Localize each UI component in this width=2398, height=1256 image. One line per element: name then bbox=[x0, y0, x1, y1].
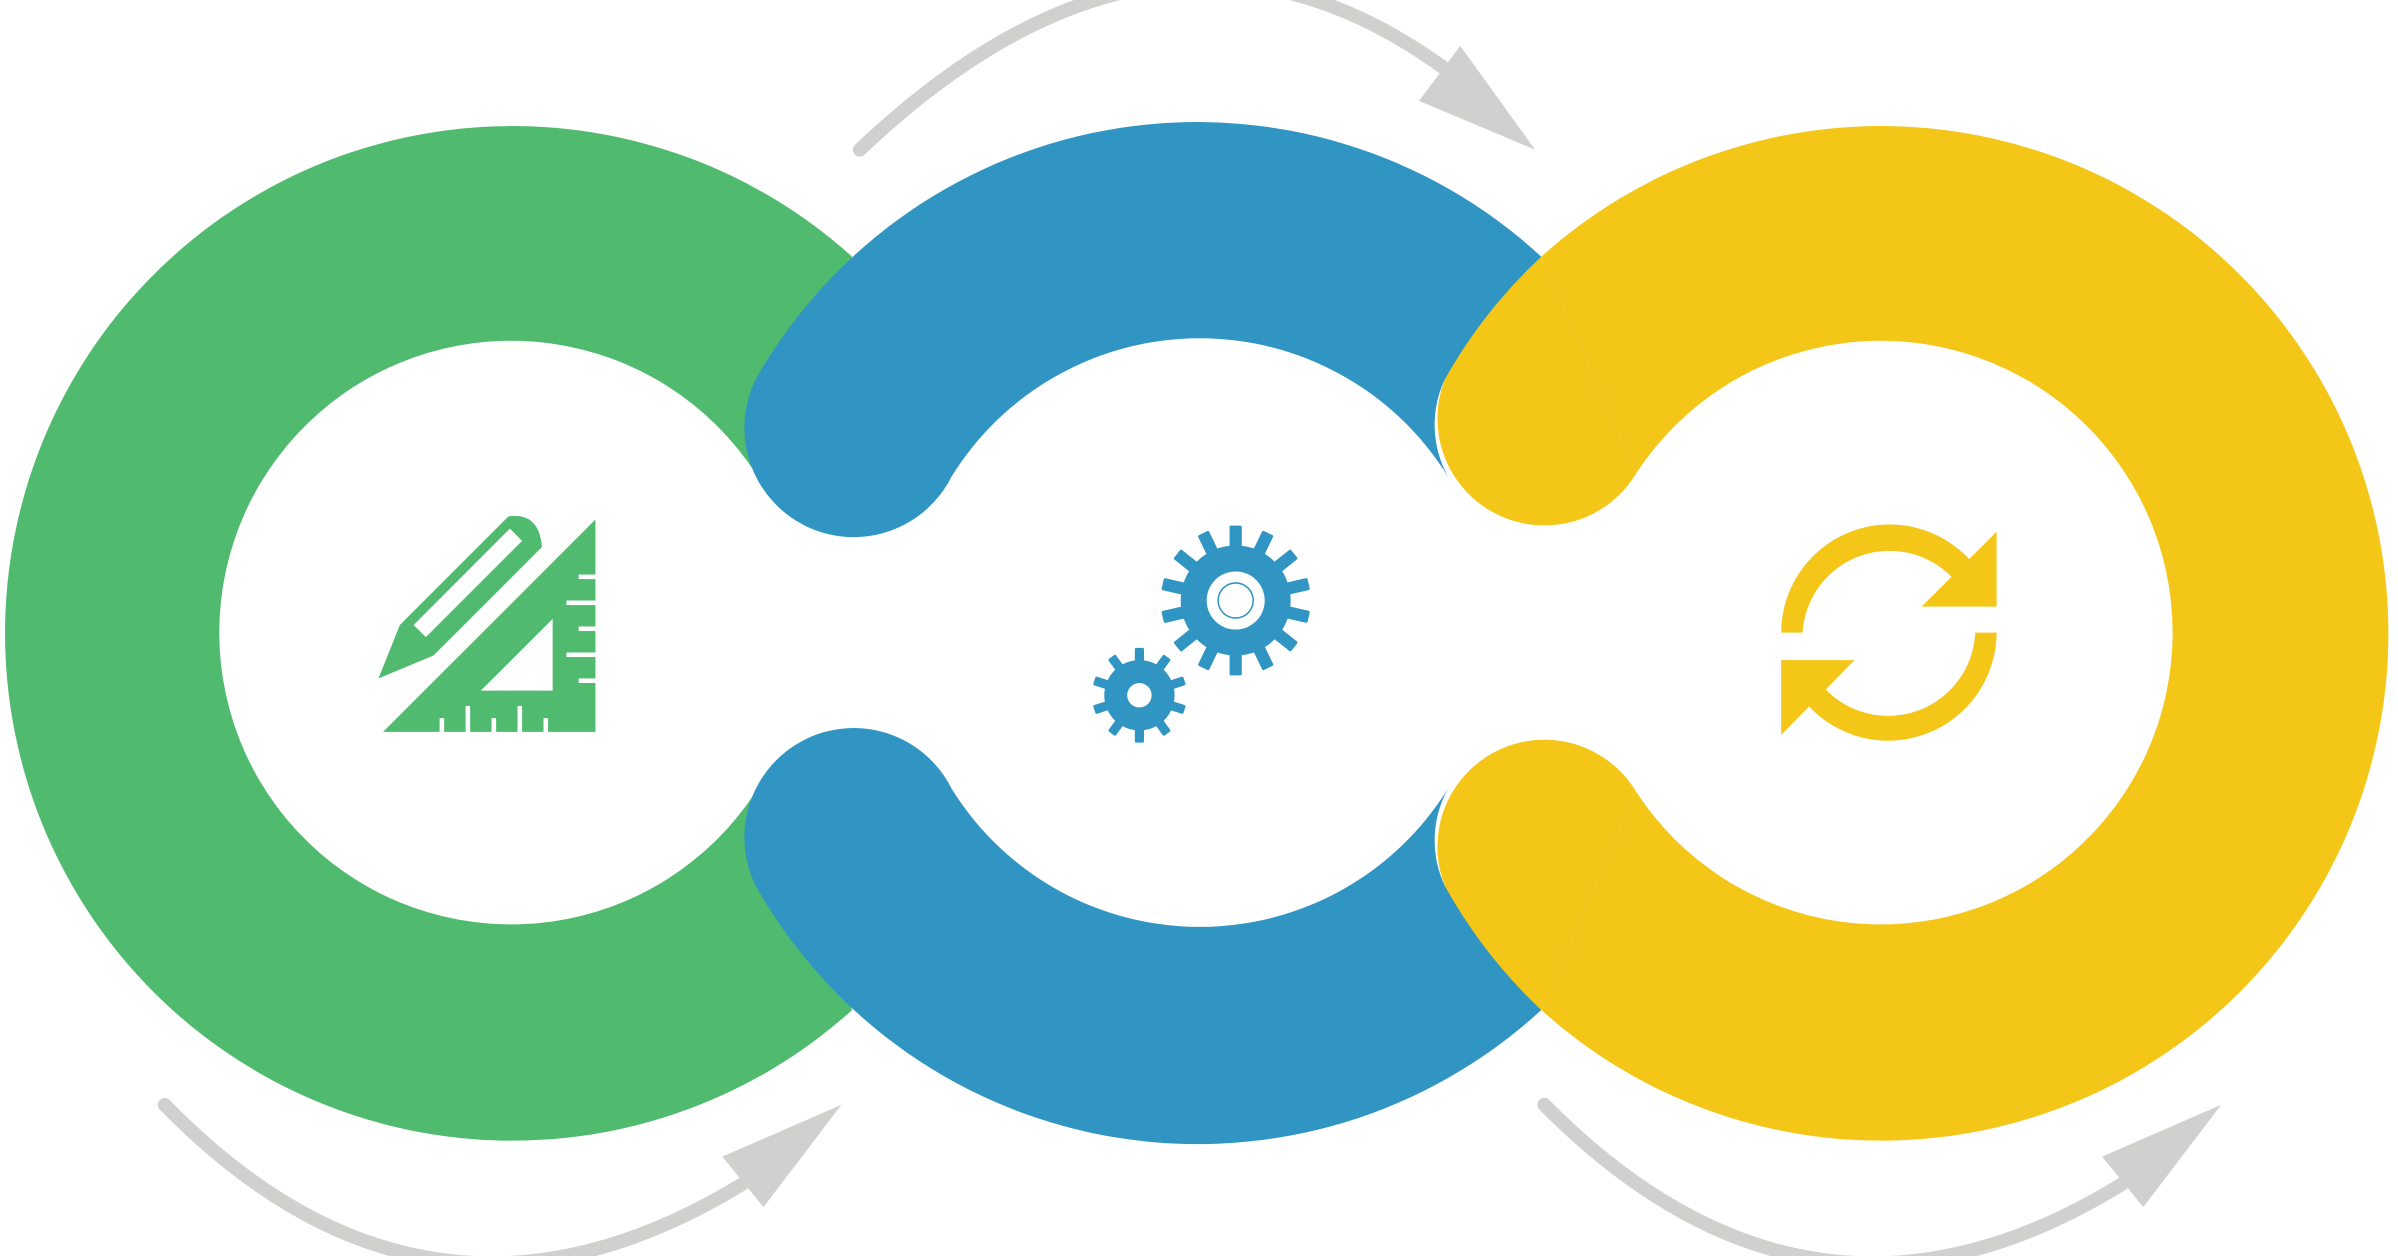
blue-ring-bottom-arc bbox=[744, 728, 1542, 1145]
flow-arrow-bottom-left-head bbox=[722, 1104, 842, 1208]
flow-arrow-bottom-left bbox=[157, 1097, 842, 1256]
blue-ring-top-arc bbox=[744, 122, 1542, 538]
flow-arrow-bottom-left-curve bbox=[157, 1097, 750, 1256]
green-ring bbox=[5, 126, 853, 1141]
yellow-ring-arc bbox=[1541, 126, 2389, 1141]
pencil-highlight bbox=[413, 528, 523, 638]
gear-small bbox=[1092, 647, 1186, 743]
gear-large bbox=[1161, 525, 1311, 676]
yellow-cap-bottom bbox=[1437, 739, 1637, 1010]
flow-arrow-bottom-right bbox=[1537, 1097, 2222, 1256]
refresh-upper-arrowhead bbox=[1921, 531, 1997, 607]
yellow-ring bbox=[1541, 126, 2389, 1141]
ruler-ticks bbox=[439, 574, 597, 734]
refresh-lower-arrowhead bbox=[1781, 660, 1855, 735]
flow-arrow-bottom-right-head bbox=[2102, 1104, 2222, 1208]
flow-arrow-top-head bbox=[1419, 45, 1536, 150]
flow-arrow-bottom-right-curve bbox=[1537, 1097, 2129, 1256]
blue-ring bbox=[744, 122, 1542, 1145]
gears-icon bbox=[1092, 525, 1311, 743]
yellow-ring-caps bbox=[1437, 256, 1637, 1010]
green-ring-arc bbox=[5, 126, 853, 1141]
ruler-pencil-icon bbox=[378, 515, 597, 734]
refresh-lower-arc bbox=[1807, 632, 1997, 741]
flow-arrow-top-curve bbox=[852, 0, 1452, 157]
refresh-icon bbox=[1781, 524, 1997, 741]
refresh-upper-arc bbox=[1781, 524, 1971, 633]
flow-arrow-top bbox=[852, 0, 1536, 157]
yellow-cap-top bbox=[1437, 256, 1637, 526]
